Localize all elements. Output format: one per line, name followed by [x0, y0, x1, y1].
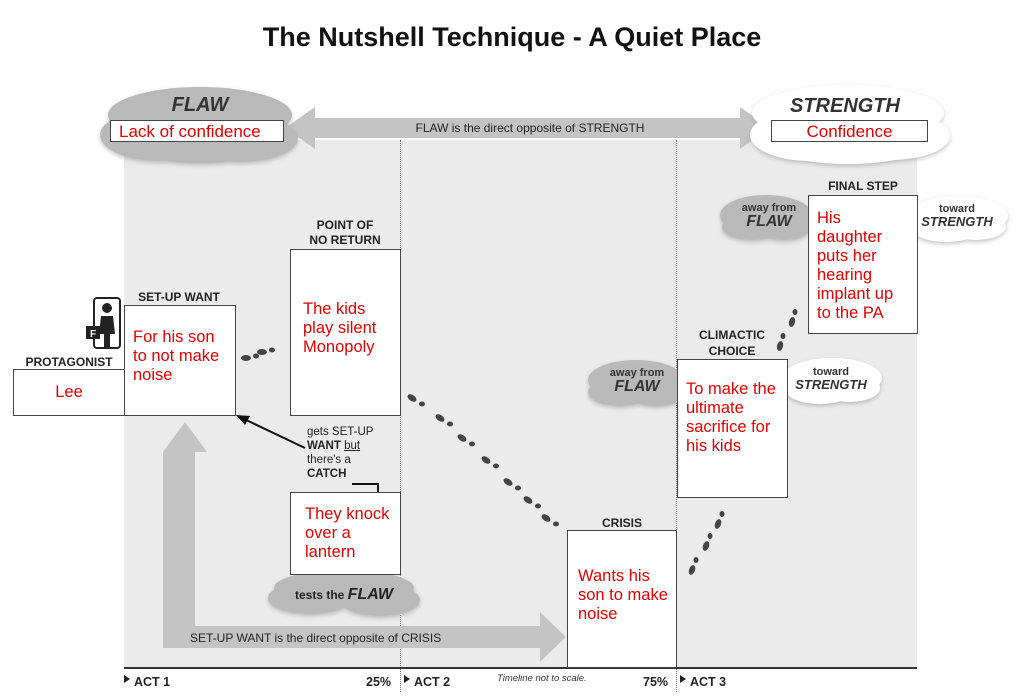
final-step-box: His daughter puts her hearing implant up… — [808, 195, 918, 334]
bottom-arrow-text: SET-UP WANT is the direct opposite of CR… — [190, 631, 442, 645]
catch-box: They knock over a lantern — [290, 492, 401, 575]
catch-line-4: CATCH — [307, 468, 347, 480]
catch-line-2b: but — [344, 440, 361, 452]
crisis-box: Wants his son to make noise — [567, 530, 677, 668]
top-arrow-text: FLAW is the direct opposite of STRENGTH — [415, 121, 645, 135]
crisis-label: CRISIS — [601, 516, 642, 530]
act-divider-2 — [676, 140, 677, 692]
toward-strength-word-2: STRENGTH — [921, 214, 993, 229]
flaw-box: Lack of confidence — [110, 120, 284, 142]
away-from-flaw-1: away from FLAW — [592, 367, 682, 395]
footsteps-2 — [407, 394, 559, 527]
act-divider-1 — [400, 140, 401, 692]
tests-flaw-cloud — [268, 570, 420, 616]
flaw-strength-arrow — [285, 107, 770, 149]
tests-flaw-prefix: tests the — [294, 588, 348, 602]
act3-label: ACT 3 — [690, 675, 727, 689]
p75-label: 75% — [643, 675, 669, 689]
away-from-flaw-2: away from FLAW — [724, 202, 814, 230]
protagonist-icon: F — [86, 297, 121, 349]
svg-text:F: F — [90, 329, 96, 340]
protagonist-box: Lee — [13, 369, 125, 416]
away-from-flaw-cloud-2 — [720, 195, 812, 240]
catch-line-1: gets SET-UP — [307, 426, 374, 438]
away-from-text-1: away from — [609, 367, 665, 379]
toward-text-1: toward — [812, 366, 850, 378]
toward-strength-1: toward STRENGTH — [786, 366, 876, 392]
footsteps-3 — [688, 511, 725, 575]
ponr-label-1: POINT OF — [316, 218, 374, 232]
p25-label: 25% — [366, 675, 392, 689]
timeline-note: Timeline not to scale. — [497, 673, 587, 684]
toward-strength-word-1: STRENGTH — [795, 377, 867, 392]
setup-want-label: SET-UP WANT — [138, 290, 220, 304]
final-step-label: FINAL STEP — [828, 179, 898, 193]
page-title: The Nutshell Technique - A Quiet Place — [262, 22, 762, 52]
act2-label: ACT 2 — [414, 675, 451, 689]
catch-line-2a: WANT — [307, 440, 345, 452]
ponr-box: The kids play silent Monopoly — [290, 249, 401, 416]
toward-strength-cloud-2 — [908, 196, 1008, 242]
act1-label: ACT 1 — [134, 675, 171, 689]
setup-want-box: For his son to not make noise — [124, 305, 236, 416]
ponr-label-2: NO RETURN — [309, 233, 381, 247]
away-flaw-word-2: FLAW — [746, 213, 792, 230]
away-flaw-word-1: FLAW — [614, 378, 660, 395]
catch-line-3: there's a — [307, 454, 351, 466]
away-from-text-2: away from — [741, 202, 797, 214]
catch-arrow — [241, 417, 306, 449]
tests-flaw-text: tests the FLAW — [284, 586, 404, 604]
climactic-box: To make the ultimate sacrifice for his k… — [677, 359, 788, 498]
catch-line-2: WANT but — [307, 439, 397, 453]
protagonist-label: PROTAGONIST — [25, 355, 113, 369]
flaw-label: FLAW — [171, 94, 229, 116]
strength-label: STRENGTH — [790, 95, 900, 117]
toward-text-2: toward — [938, 203, 976, 215]
toward-strength-cloud-1 — [782, 358, 882, 404]
catch-note: gets SET-UP WANT but there's a CATCH — [307, 425, 397, 481]
setup-crisis-arrow — [163, 422, 566, 662]
toward-strength-2: toward STRENGTH — [912, 203, 1002, 229]
strength-box: Confidence — [771, 120, 928, 142]
climactic-label-2: CHOICE — [708, 344, 756, 358]
footsteps-4 — [776, 309, 798, 351]
climactic-label-1: CLIMACTIC — [699, 328, 765, 342]
tests-flaw-word: FLAW — [347, 586, 393, 603]
footsteps-1 — [241, 347, 275, 361]
away-from-flaw-cloud-1 — [588, 360, 684, 406]
